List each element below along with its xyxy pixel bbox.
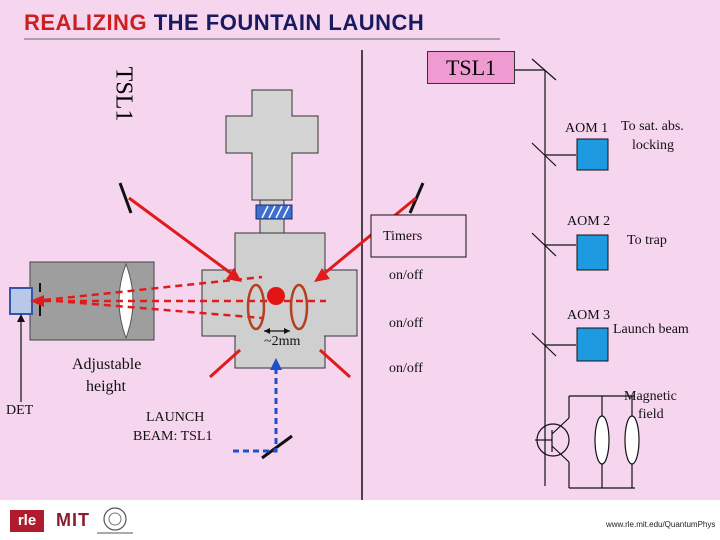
aom2-target: To trap	[627, 233, 667, 248]
magnetic-label-line1: Magnetic	[624, 389, 677, 404]
atom-cloud	[267, 287, 285, 305]
adjustable-line1: Adjustable	[72, 356, 142, 373]
mag-coil-2	[624, 415, 640, 465]
mirror-bottom	[261, 434, 293, 460]
tsl1-vertical-label: TSL1	[103, 50, 143, 138]
aom1-label: AOM 1	[565, 121, 609, 136]
aom2-box	[576, 234, 609, 271]
laser-beams	[128, 196, 417, 379]
lens-icon	[118, 262, 134, 340]
page-title: REALIZING THE FOUNTAIN LAUNCH	[24, 10, 424, 36]
timers-box	[370, 214, 467, 258]
rle-logo: rle	[10, 510, 44, 532]
seal-logo	[97, 507, 133, 534]
aom3-target: Launch beam	[613, 322, 689, 337]
top-window	[255, 204, 293, 220]
launch-label-line2: BEAM: TSL1	[133, 429, 213, 444]
onoff-label-1: on/off	[389, 268, 423, 283]
adjustable-line2: height	[86, 378, 126, 395]
launch-beam-arrow	[270, 358, 282, 370]
transistor-icon	[536, 423, 570, 457]
coil-left	[246, 283, 266, 331]
mirror-left	[118, 182, 133, 214]
timers-label: Timers	[383, 229, 423, 244]
tsl1-box: TSL1	[427, 51, 515, 84]
gap-label: ~2mm	[264, 334, 301, 349]
vacuum-chamber	[201, 89, 358, 369]
mag-coil-1	[594, 415, 610, 465]
title-part2: THE FOUNTAIN LAUNCH	[153, 10, 425, 35]
coil-right	[289, 283, 309, 331]
onoff-label-2: on/off	[389, 316, 423, 331]
mirror-right	[408, 182, 425, 214]
aom1-target-line1: To sat. abs.	[621, 119, 684, 134]
launch-label-line1: LAUNCH	[146, 410, 205, 425]
onoff-label-3: on/off	[389, 361, 423, 376]
launch-beam	[233, 369, 278, 453]
aom2-label: AOM 2	[567, 214, 611, 229]
mit-logo: MIT	[56, 510, 90, 530]
magnetic-label-line2: field	[638, 407, 664, 422]
tsl1-vertical-text: TSL1	[110, 66, 137, 122]
title-part1: REALIZING	[24, 10, 148, 35]
detection-beam-arrow	[30, 295, 44, 307]
footer-url: www.rle.mit.edu/QuantumPhys	[606, 520, 716, 529]
upper-cross-chamber	[225, 89, 319, 201]
aom1-box	[576, 138, 609, 171]
aom3-label: AOM 3	[567, 308, 611, 323]
det-label: DET	[6, 403, 34, 418]
aom1-target-line2: locking	[632, 138, 674, 153]
detector-icon	[9, 287, 33, 315]
aom3-box	[576, 327, 609, 362]
